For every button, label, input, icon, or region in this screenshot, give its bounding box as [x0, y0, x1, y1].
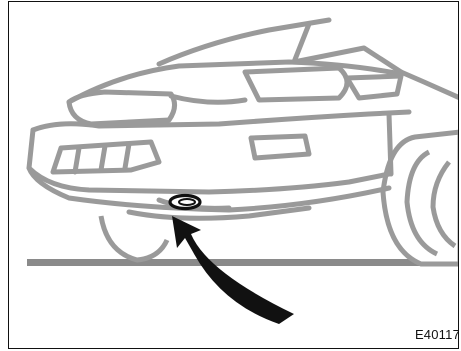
- tow-hook-cover: [170, 196, 200, 209]
- bumper-bottom: [29, 130, 389, 192]
- bumper-top: [33, 112, 409, 130]
- fog-light: [251, 136, 309, 158]
- figure-code: E40117: [415, 327, 459, 342]
- car-front-illustration: [9, 2, 459, 349]
- grille: [171, 96, 245, 102]
- figure-frame: E40117: [8, 1, 459, 349]
- left-wheel: [101, 216, 167, 260]
- right-headlight: [245, 68, 347, 100]
- left-headlight: [69, 92, 175, 124]
- ground-line: [27, 259, 459, 266]
- pointer-arrow: [172, 216, 294, 324]
